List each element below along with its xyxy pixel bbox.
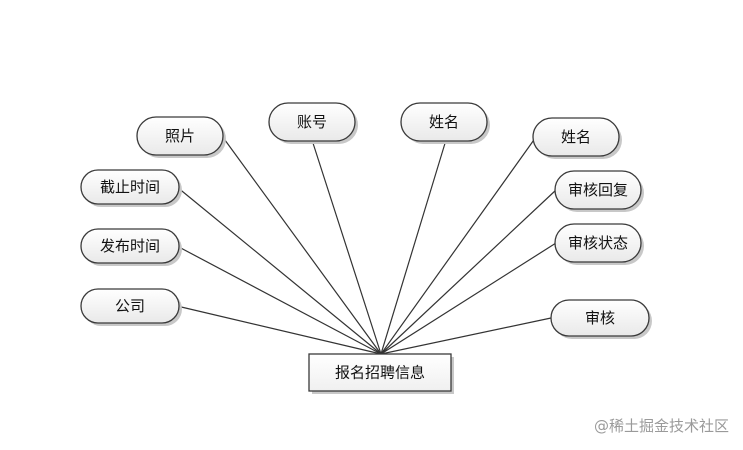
connector-publish-time [176, 245, 382, 355]
attribute-label: 审核状态 [568, 234, 628, 252]
attribute-shape [554, 170, 642, 210]
watermark: @稀土掘金技术社区 [593, 417, 729, 435]
attribute-shape [400, 102, 488, 142]
attribute-label: 审核回复 [568, 181, 628, 199]
entity-label: 报名招聘信息 [335, 364, 425, 382]
attribute-shape [136, 116, 224, 156]
attribute-review-reply: 审核回复 [554, 170, 644, 212]
attribute-account: 账号 [268, 102, 358, 144]
attribute-label: 照片 [165, 127, 195, 145]
nodes: 照片账号姓名姓名截止时间发布时间公司审核回复审核状态审核报名招聘信息 [80, 102, 652, 394]
attribute-label: 截止时间 [100, 178, 160, 196]
attribute-company: 公司 [80, 288, 182, 326]
connector-deadline [176, 186, 382, 355]
attribute-label: 审核 [585, 309, 615, 327]
attribute-label: 姓名 [561, 128, 591, 146]
attribute-shape [550, 299, 650, 337]
connector-photo [221, 135, 382, 355]
attribute-publish-time: 发布时间 [80, 228, 182, 266]
attribute-label: 姓名 [429, 113, 459, 131]
connector-review [380, 317, 552, 355]
attribute-photo: 照片 [136, 116, 226, 158]
connector-name-1 [380, 139, 447, 355]
connector-lines [176, 135, 557, 355]
connector-review-status [380, 242, 557, 355]
attribute-shape [80, 228, 180, 264]
connector-name-2 [380, 136, 537, 355]
attribute-label: 发布时间 [100, 237, 160, 255]
entity-shape [308, 353, 452, 392]
attribute-shape [80, 169, 180, 205]
attribute-deadline: 截止时间 [80, 169, 182, 207]
connector-company [176, 305, 382, 355]
attribute-name-1: 姓名 [400, 102, 490, 144]
attribute-shape [268, 102, 356, 142]
attribute-shape [532, 117, 620, 157]
attribute-review: 审核 [550, 299, 652, 339]
attribute-shape [80, 288, 180, 324]
attribute-label: 公司 [115, 297, 145, 315]
attribute-shape [554, 223, 642, 263]
connector-review-reply [380, 189, 557, 355]
attribute-name-2: 姓名 [532, 117, 622, 159]
connector-account [311, 139, 382, 355]
attribute-review-status: 审核状态 [554, 223, 644, 265]
attribute-label: 账号 [297, 113, 327, 131]
entity-box: 报名招聘信息 [308, 353, 454, 394]
